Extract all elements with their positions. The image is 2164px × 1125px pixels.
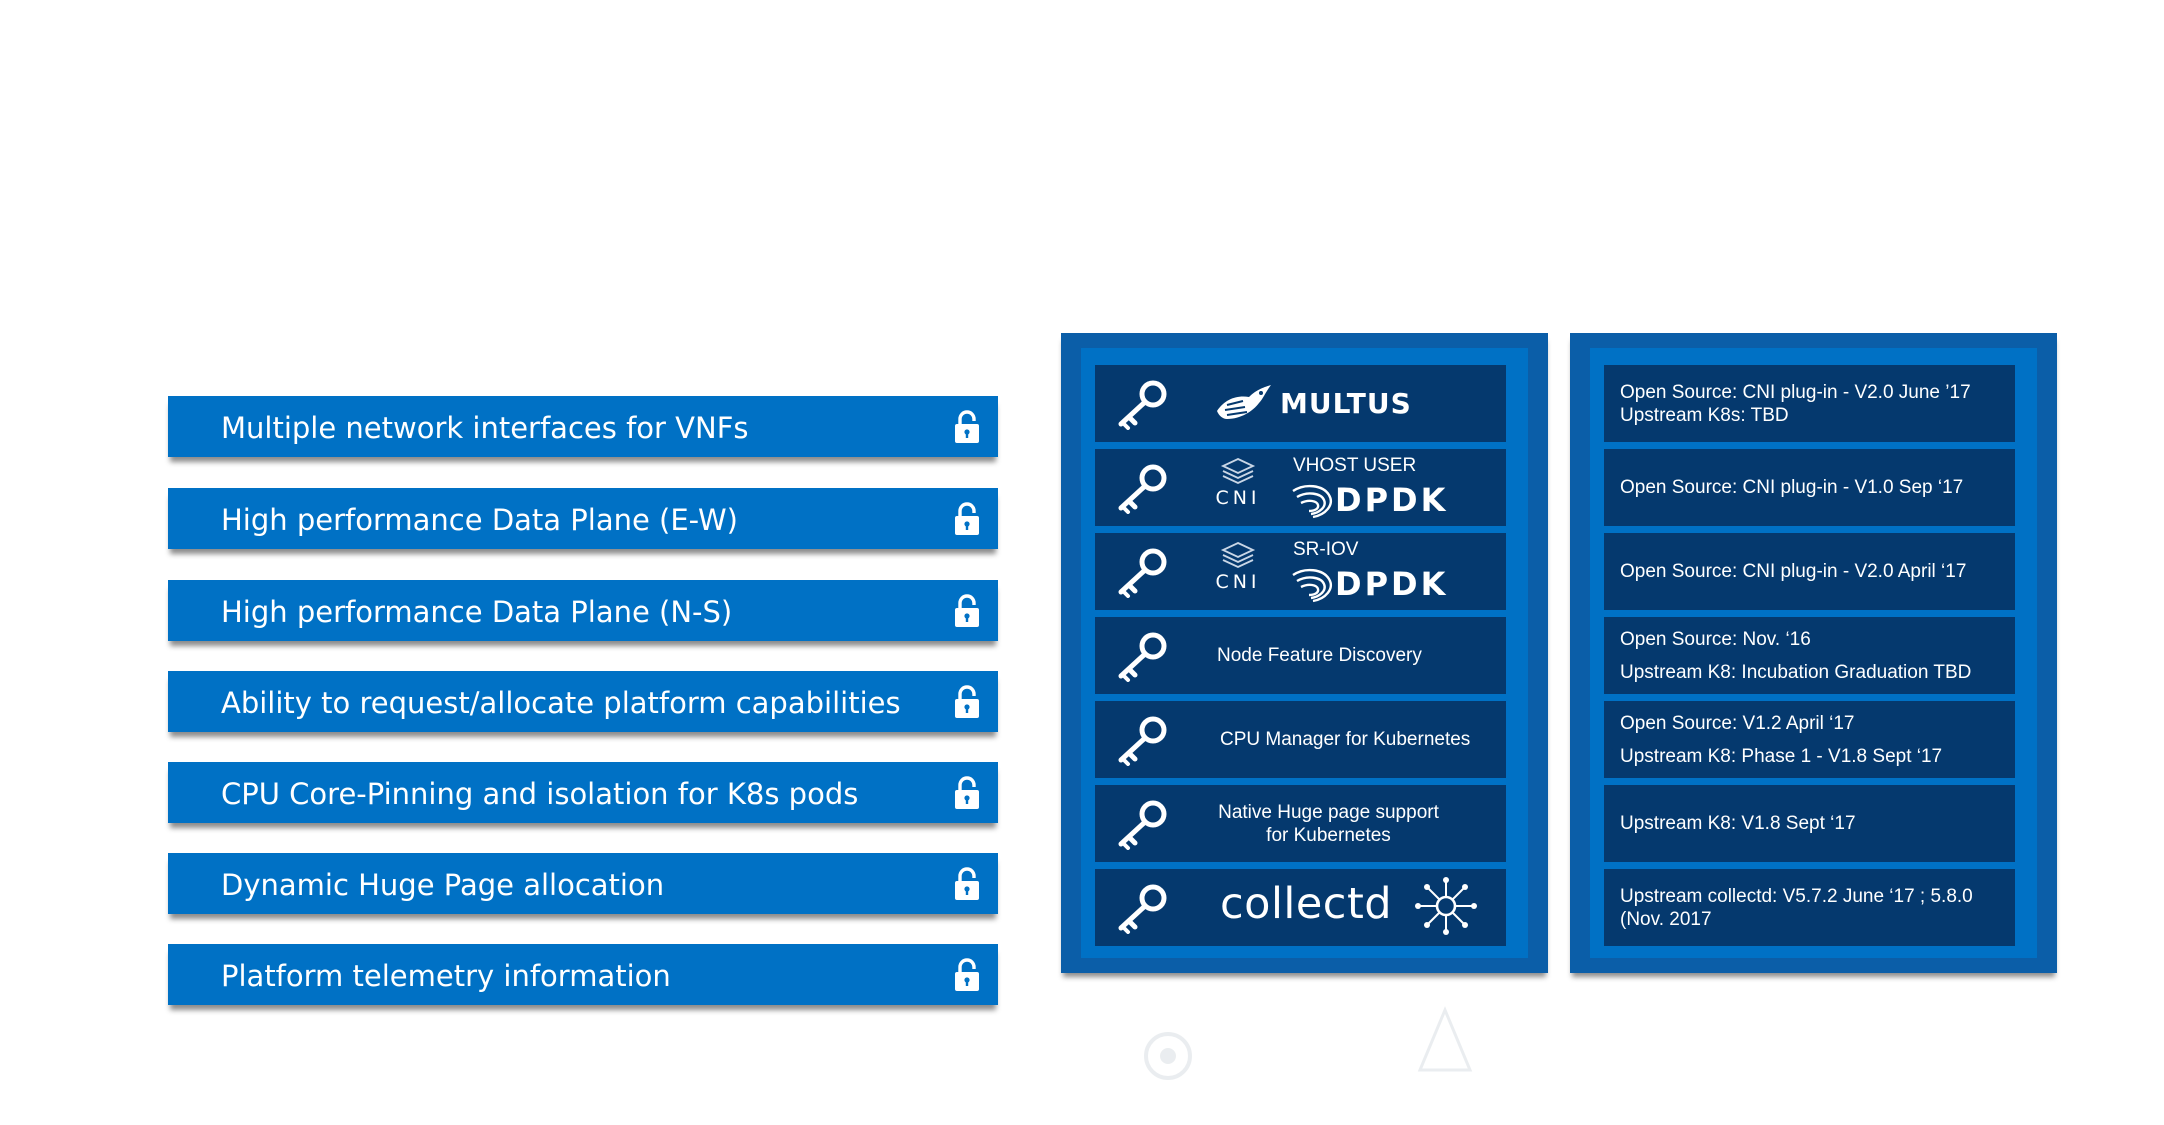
key-icon [1115,462,1171,514]
status-line1: Open Source: CNI plug-in - V1.0 Sep ‘17 [1620,477,1964,498]
lock-icon [953,502,981,536]
lock-icon [953,867,981,901]
cni-stack-icon [1220,458,1256,484]
feature-platform-capabilities: Ability to request/allocate platform cap… [168,671,998,732]
status-sriov: Open Source: CNI plug-in - V2.0 April ‘1… [1604,533,2015,610]
feature-cpu-core-pinning: CPU Core-Pinning and isolation for K8s p… [168,762,998,823]
feature-data-plane-ns: High performance Data Plane (N-S) [168,580,998,641]
feature-label: High performance Data Plane (E-W) [221,503,738,537]
status-line1: Open Source: CNI plug-in - V2.0 June ’17 [1620,381,1971,403]
feature-data-plane-ew: High performance Data Plane (E-W) [168,488,998,549]
feature-label: CPU Core-Pinning and isolation for K8s p… [221,777,859,811]
sriov-label: SR-IOV [1293,539,1359,560]
component-label: Node Feature Discovery [1217,644,1422,666]
component-label: Native Huge page support for Kubernetes [1191,785,1466,862]
feature-label: Dynamic Huge Page allocation [221,868,665,902]
lock-icon [953,776,981,810]
dpdk-logo: DPDK [1291,565,1448,605]
status-line1: Open Source: V1.2 April ‘17 [1620,712,1855,734]
status-line1: Open Source: CNI plug-in - V2.0 April ‘1… [1620,561,1967,582]
status-text: Upstream collectd: V5.7.2 June ‘17 ; 5.8… [1620,869,2003,946]
status-text: Open Source: Nov. ‘16 Upstream K8: Incub… [1620,617,2003,694]
cni-logo: CNI [1213,457,1263,519]
status-collectd: Upstream collectd: V5.7.2 June ‘17 ; 5.8… [1604,869,2015,946]
status-line2: Upstream K8s: TBD [1620,404,1789,426]
components-panel-inner: MULTUS CNI VHOST USER DPDK [1081,348,1528,958]
component-multus: MULTUS [1095,365,1506,442]
cni-text: CNI [1215,487,1261,509]
component-native-huge-page: Native Huge page support for Kubernetes [1095,785,1506,862]
lock-icon [953,594,981,628]
component-label: CPU Manager for Kubernetes [1220,728,1471,750]
multus-bird-logo-icon [1217,385,1271,419]
feature-huge-page: Dynamic Huge Page allocation [168,853,998,914]
dpdk-text: DPDK [1335,565,1449,603]
lock-icon [953,410,981,444]
component-label-line1: Native Huge page support [1218,801,1439,823]
status-text: Upstream K8: V1.8 Sept ‘17 [1620,785,2003,862]
vhost-user-label: VHOST USER [1293,455,1417,476]
status-text: Open Source: CNI plug-in - V2.0 April ‘1… [1620,533,2003,610]
component-vhost-user-dpdk: CNI VHOST USER DPDK [1095,449,1506,526]
multus-logo-text: MULTUS [1280,387,1412,420]
dpdk-text: DPDK [1335,481,1449,519]
status-panel-inner: Open Source: CNI plug-in - V2.0 June ’17… [1590,348,2037,958]
feature-label: Platform telemetry information [221,959,671,993]
feature-multiple-network-interfaces: Multiple network interfaces for VNFs [168,396,998,457]
dpdk-swoosh-icon [1292,568,1332,603]
component-cpu-manager: CPU Manager for Kubernetes [1095,701,1506,778]
key-icon [1115,798,1171,850]
watermark-graphic-icon [1417,1006,1473,1072]
status-text: Open Source: CNI plug-in - V1.0 Sep ‘17 [1620,449,2003,526]
key-icon [1115,546,1171,598]
status-nfd: Open Source: Nov. ‘16 Upstream K8: Incub… [1604,617,2015,694]
status-vhost-user: Open Source: CNI plug-in - V1.0 Sep ‘17 [1604,449,2015,526]
component-label-line2: for Kubernetes [1266,824,1391,846]
collectd-network-icon [1415,877,1477,935]
cni-stack-icon [1220,542,1256,568]
status-cpu-manager: Open Source: V1.2 April ‘17 Upstream K8:… [1604,701,2015,778]
watermark-logo-icon [1144,1032,1192,1080]
feature-label: Multiple network interfaces for VNFs [221,411,749,445]
components-panel: MULTUS CNI VHOST USER DPDK [1061,333,1548,973]
feature-label: High performance Data Plane (N-S) [221,595,733,629]
cni-text: CNI [1215,571,1261,593]
key-icon [1115,630,1171,682]
status-line2: Upstream K8: Incubation Graduation TBD [1620,661,1972,683]
status-line1: Upstream K8: V1.8 Sept ‘17 [1620,813,1856,834]
faint-watermark [1140,1000,1480,1110]
component-collectd: collectd [1095,869,1506,946]
feature-platform-telemetry: Platform telemetry information [168,944,998,1005]
status-text: Open Source: V1.2 April ‘17 Upstream K8:… [1620,701,2003,778]
feature-label: Ability to request/allocate platform cap… [221,686,901,720]
status-panel: Open Source: CNI plug-in - V2.0 June ’17… [1570,333,2057,973]
status-text: Open Source: CNI plug-in - V2.0 June ’17… [1620,365,2003,442]
collectd-logo-text: collectd [1220,879,1393,929]
dpdk-logo: DPDK [1291,481,1448,521]
component-node-feature-discovery: Node Feature Discovery [1095,617,1506,694]
lock-icon [953,958,981,992]
component-sriov-dpdk: CNI SR-IOV DPDK [1095,533,1506,610]
status-multus: Open Source: CNI plug-in - V2.0 June ’17… [1604,365,2015,442]
key-icon [1115,378,1171,430]
status-line2: (Nov. 2017 [1620,908,1712,930]
key-icon [1115,882,1171,934]
status-line1: Upstream collectd: V5.7.2 June ‘17 ; 5.8… [1620,885,1973,907]
status-huge-page: Upstream K8: V1.8 Sept ‘17 [1604,785,2015,862]
lock-icon [953,685,981,719]
status-line2: Upstream K8: Phase 1 - V1.8 Sept ‘17 [1620,745,1943,767]
status-line1: Open Source: Nov. ‘16 [1620,628,1811,650]
cni-logo: CNI [1213,541,1263,603]
dpdk-swoosh-icon [1292,484,1332,519]
key-icon [1115,714,1171,766]
